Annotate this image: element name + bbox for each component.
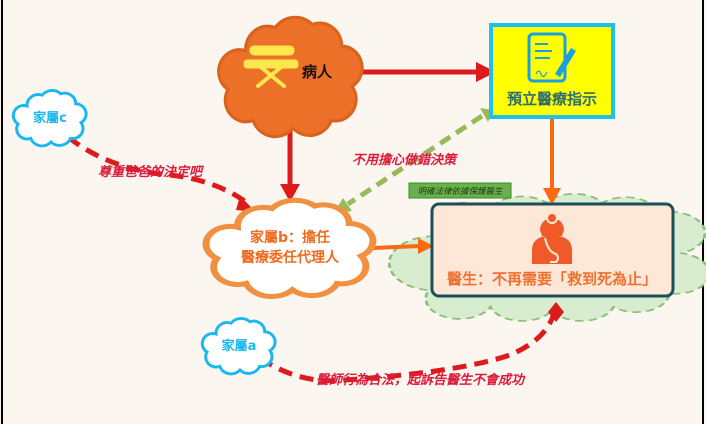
family-b-label-line1: 家屬b：擔任	[250, 229, 330, 246]
arrow-family-b-to-doctor	[372, 244, 421, 250]
family-c-label: 家屬c	[33, 110, 67, 126]
family-b-label-line2: 醫療委任代理人	[241, 249, 340, 266]
dashed-arrow-family-c-to-family-b	[66, 135, 248, 205]
advance-directive-label: 預立醫療指示	[507, 90, 597, 108]
dashed-arrow-directive-to-family-b	[346, 113, 484, 207]
doctor-node: 醫生：不再需要「救到死為止」	[430, 202, 675, 298]
edge-label-respect-father: 尊重爸爸的決定吧	[98, 164, 204, 180]
family-a-label: 家屬a	[222, 338, 257, 354]
signed-document-icon	[527, 32, 576, 83]
edge-label-lawsuit: 醫師行為合法，起訴告醫生不會成功	[316, 372, 526, 388]
doctor-icon	[532, 212, 572, 264]
edge-label-no-worry: 不用擔心做錯決策	[352, 152, 459, 168]
patient-label: 病人	[302, 63, 333, 81]
dashed-arrow-family-a-to-doctor	[258, 315, 556, 384]
advance-directive-node: 預立醫療指示	[489, 23, 615, 119]
doctor-label: 醫生：不再需要「救到死為止」	[447, 270, 657, 288]
hospital-bed-icon	[243, 45, 299, 88]
family-c-node: 家屬c	[11, 88, 88, 148]
family-a-node: 家屬a	[200, 316, 277, 376]
family-b-node: 家屬b：擔任 醫療委任代理人	[206, 200, 373, 296]
legal-protection-label: 明確法律依據保護醫生	[417, 186, 504, 197]
legal-protection-tag: 明確法律依據保護醫生	[408, 182, 512, 199]
patient-node: 病人	[217, 15, 364, 139]
